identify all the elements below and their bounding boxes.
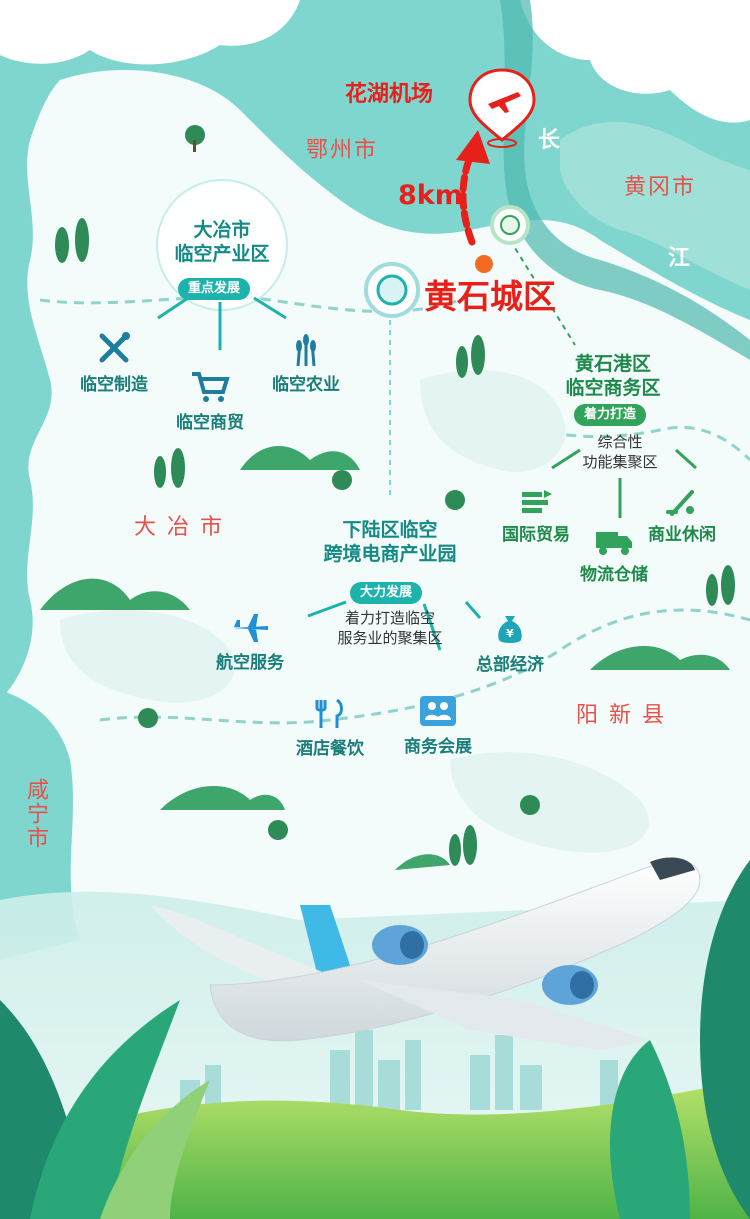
daye-zone-badge: 重点发展	[178, 278, 251, 300]
xialu-item-exhibition: 商务会展	[404, 694, 472, 757]
xialu-item-hq-economy: ¥ 总部经济	[476, 612, 544, 675]
river-label-jiang: 江	[668, 246, 691, 271]
tools-icon	[99, 332, 130, 363]
daye-zone-title: 大冶市 临空产业区	[162, 218, 282, 266]
daye-zone-title-line1: 大冶市	[193, 219, 251, 241]
xialu-item-hq-economy-label: 总部经济	[476, 655, 544, 675]
city-label-huanggang: 黄冈市	[624, 175, 697, 200]
golf-icon	[666, 490, 694, 516]
port-item-intl-trade-label: 国际贸易	[502, 525, 570, 545]
daye-item-trade-label: 临空商贸	[176, 413, 244, 433]
port-item-leisure: 商业休闲	[648, 488, 716, 545]
airplane-icon	[232, 614, 268, 642]
port-item-intl-trade: 国际贸易	[502, 488, 570, 545]
svg-text:¥: ¥	[506, 627, 514, 640]
daye-zone-circle	[157, 180, 287, 310]
xialu-zone-title: 下陆区临空 跨境电商产业园	[300, 518, 480, 566]
port-item-logistics: 物流仓储	[580, 528, 648, 585]
xialu-zone-title-line2: 跨境电商产业园	[323, 543, 457, 565]
city-label-yangxin: 阳 新 县	[576, 703, 666, 728]
xialu-zone-subtitle-line1: 着力打造临空	[344, 609, 435, 627]
xialu-zone-badge: 大力发展	[350, 582, 423, 604]
city-label-ezhou: 鄂州市	[306, 138, 379, 163]
port-zone-title-line2: 临空商务区	[565, 377, 661, 399]
xialu-item-aviation-label: 航空服务	[216, 653, 284, 673]
fork-knife-icon	[315, 698, 343, 728]
city-label-daye: 大 冶 市	[134, 515, 224, 540]
daye-zone-title-line2: 临空产业区	[174, 243, 270, 265]
airplane-illustration	[150, 857, 701, 1050]
port-zone-subtitle-line1: 综合性	[597, 433, 643, 451]
city-label-xianning: 咸宁市	[23, 778, 48, 850]
daye-item-manufacturing: 临空制造	[80, 332, 148, 395]
port-zone-subtitle: 综合性 功能集聚区	[562, 432, 678, 472]
center-dot	[475, 255, 493, 273]
airport-name: 花湖机场	[345, 82, 434, 107]
daye-item-manufacturing-label: 临空制造	[80, 375, 148, 395]
xialu-item-aviation: 航空服务	[216, 612, 284, 673]
xialu-zone-subtitle: 着力打造临空 服务业的聚集区	[320, 608, 460, 648]
port-zone-title: 黄石港区 临空商务区	[548, 352, 678, 400]
daye-item-agriculture: 临空农业	[272, 332, 340, 395]
trade-icon	[522, 490, 552, 513]
port-item-logistics-label: 物流仓储	[580, 565, 648, 585]
xialu-item-exhibition-label: 商务会展	[404, 737, 472, 757]
port-zone-subtitle-line2: 功能集聚区	[582, 453, 658, 471]
shopping-cart-icon	[192, 372, 230, 402]
port-zone-badge: 着力打造	[574, 404, 647, 426]
port-zone-title-line1: 黄石港区	[574, 353, 651, 375]
center-label: 黄石城区	[424, 277, 556, 316]
airport-distance: 8km	[398, 180, 463, 211]
port-item-leisure-label: 商业休闲	[648, 525, 716, 545]
xialu-item-hotel: 酒店餐饮	[296, 698, 364, 759]
truck-icon	[596, 532, 632, 555]
money-bag-icon: ¥	[498, 616, 522, 643]
xialu-item-hotel-label: 酒店餐饮	[296, 739, 364, 759]
meeting-icon	[420, 696, 456, 726]
xialu-zone-title-line1: 下陆区临空	[342, 519, 438, 541]
xialu-zone-subtitle-line2: 服务业的聚集区	[337, 629, 443, 647]
wheat-icon	[296, 334, 316, 366]
daye-item-trade: 临空商贸	[176, 370, 244, 433]
daye-item-agriculture-label: 临空农业	[272, 375, 340, 395]
river-label-chang: 长	[538, 128, 561, 153]
